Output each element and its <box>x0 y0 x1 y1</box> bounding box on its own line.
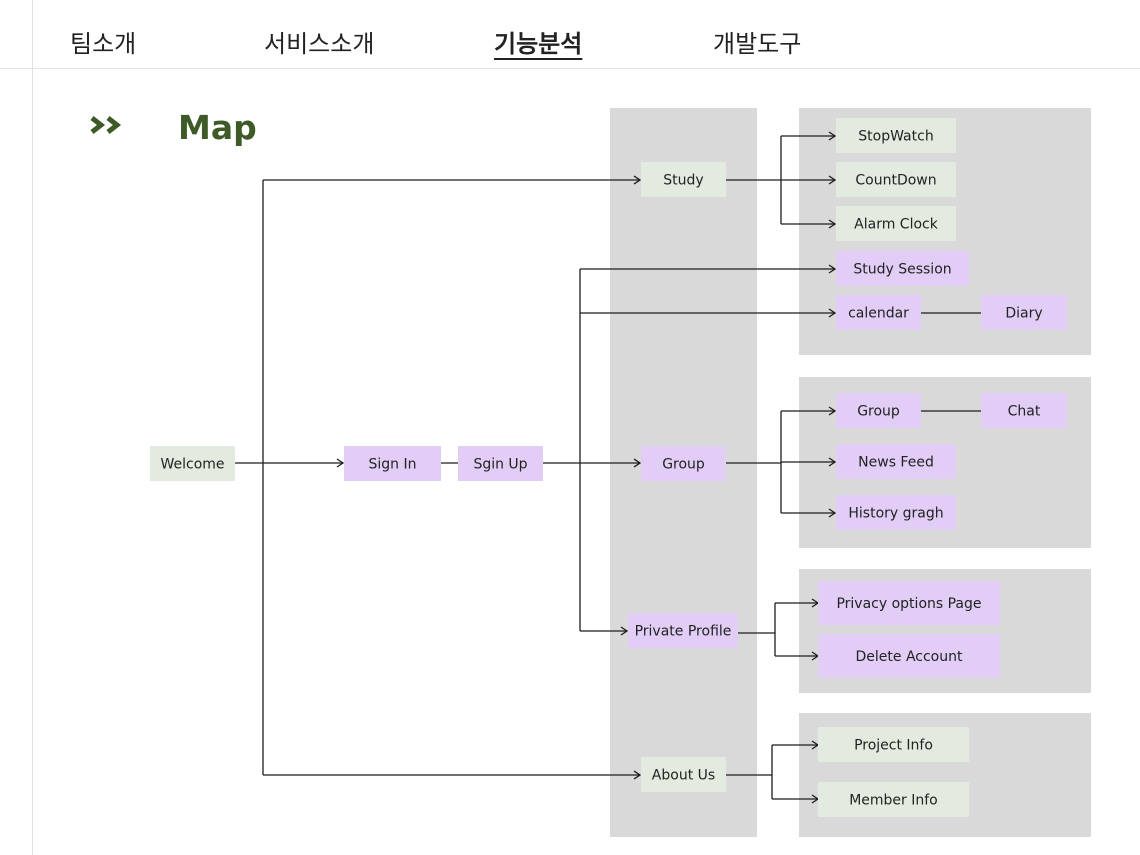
node-alarm-clock: Alarm Clock <box>836 206 956 241</box>
svg-text:Group: Group <box>662 457 705 473</box>
nav-item-devtools[interactable]: 개발도구 <box>713 30 802 58</box>
svg-text:Welcome: Welcome <box>160 457 224 473</box>
node-privacy-options: Privacy options Page <box>818 581 1000 625</box>
node-chat: Chat <box>981 393 1067 428</box>
node-stopwatch: StopWatch <box>836 118 956 153</box>
svg-text:History gragh: History gragh <box>848 506 943 522</box>
node-countdown: CountDown <box>836 162 956 197</box>
svg-text:calendar: calendar <box>848 306 909 322</box>
node-delete-account: Delete Account <box>818 634 1000 678</box>
svg-text:Group: Group <box>857 404 900 420</box>
svg-text:Alarm Clock: Alarm Clock <box>854 217 939 233</box>
svg-text:CountDown: CountDown <box>855 173 936 189</box>
node-group-sub: Group <box>836 393 921 428</box>
svg-text:Project Info: Project Info <box>854 738 933 754</box>
node-welcome: Welcome <box>150 446 235 481</box>
node-diary: Diary <box>981 295 1067 330</box>
svg-text:Private Profile: Private Profile <box>635 624 732 640</box>
svg-text:Sgin Up: Sgin Up <box>473 457 527 473</box>
svg-text:Diary: Diary <box>1005 306 1042 322</box>
node-study-session: Study Session <box>836 251 969 286</box>
node-calendar: calendar <box>836 295 921 330</box>
node-private-profile: Private Profile <box>628 613 738 648</box>
svg-text:Privacy options Page: Privacy options Page <box>836 596 981 612</box>
node-project-info: Project Info <box>818 727 969 762</box>
svg-text:News Feed: News Feed <box>858 455 934 471</box>
svg-text:Study: Study <box>663 173 703 189</box>
svg-text:Delete Account: Delete Account <box>856 649 963 665</box>
node-group: Group <box>641 446 726 481</box>
svg-text:Chat: Chat <box>1008 404 1041 420</box>
node-study: Study <box>641 162 726 197</box>
svg-text:Sign In: Sign In <box>369 457 417 473</box>
nav-item-features[interactable]: 기능분석 <box>494 30 583 58</box>
section-title: Map <box>178 108 257 147</box>
node-member-info: Member Info <box>818 782 969 817</box>
nav-item-service[interactable]: 서비스소개 <box>264 30 375 58</box>
svg-text:About Us: About Us <box>652 768 715 784</box>
connectors <box>235 131 981 804</box>
node-about-us: About Us <box>641 757 726 792</box>
nav-item-team[interactable]: 팀소개 <box>70 30 137 58</box>
svg-text:StopWatch: StopWatch <box>858 129 933 145</box>
svg-text:Member Info: Member Info <box>849 793 938 809</box>
node-news-feed: News Feed <box>836 444 956 479</box>
left-rule <box>32 0 33 855</box>
header-divider <box>0 68 1140 69</box>
node-sign-up: Sgin Up <box>458 446 543 481</box>
double-chevron-right-icon <box>90 116 122 134</box>
node-sign-in: Sign In <box>344 446 441 481</box>
svg-text:Study Session: Study Session <box>853 262 951 278</box>
node-history-graph: History gragh <box>836 495 956 530</box>
